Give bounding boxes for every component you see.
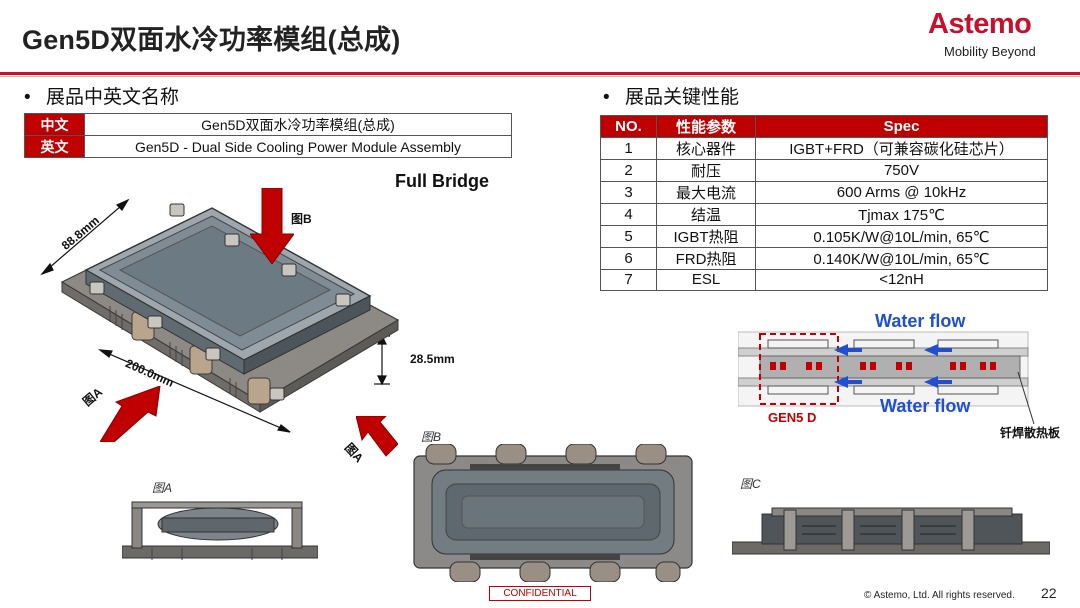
gen5d-label: GEN5 D xyxy=(768,410,817,425)
section-heading-names: • 展品中英文名称 xyxy=(24,82,179,109)
cell-no: 6 xyxy=(600,247,657,270)
section-heading-text: 展品中英文名称 xyxy=(46,87,180,108)
cell-spec: <12nH xyxy=(755,269,1048,291)
cell-no: 7 xyxy=(600,269,657,291)
section-heading-text: 展品关键性能 xyxy=(625,87,740,108)
row-label-en: 英文 xyxy=(24,135,85,158)
cell-param: IGBT热阻 xyxy=(656,225,756,248)
arrow-a-right-icon xyxy=(356,416,398,457)
astemo-logo: Astemo xyxy=(928,8,1032,40)
cell-no: 5 xyxy=(600,225,657,248)
fig-b-label: 图B xyxy=(421,430,442,444)
fig-a-label: 图A xyxy=(152,481,173,495)
arrow-a-left-icon xyxy=(100,386,161,442)
cell-spec: 0.140K/W@10L/min, 65℃ xyxy=(755,247,1048,270)
copyright-text: © Astemo, Ltd. All rights reserved. xyxy=(864,590,1015,601)
dimension-height-label: 28.5mm xyxy=(410,352,455,366)
table-row: 英文 Gen5D - Dual Side Cooling Power Modul… xyxy=(24,135,512,158)
logo-tagline: Mobility Beyond xyxy=(944,44,1036,59)
table-header-row: NO. 性能参数 Spec xyxy=(600,115,1048,138)
row-value-en: Gen5D - Dual Side Cooling Power Module A… xyxy=(84,135,512,158)
cell-spec: 0.105K/W@10L/min, 65℃ xyxy=(755,225,1048,248)
col-header-spec: Spec xyxy=(755,115,1048,138)
water-flow-diagram xyxy=(738,331,1035,425)
cell-no: 4 xyxy=(600,203,657,226)
row-value-cn: Gen5D双面水冷功率模组(总成) xyxy=(84,113,512,136)
bullet: • xyxy=(603,87,610,108)
cell-no: 1 xyxy=(600,137,657,160)
cell-spec: 750V xyxy=(755,159,1048,182)
col-header-param: 性能参数 xyxy=(656,115,756,138)
fig-c-side-view xyxy=(732,507,1050,555)
arrow-b-label: 图B xyxy=(291,212,312,226)
cell-param: 结温 xyxy=(656,203,756,226)
cell-param: 最大电流 xyxy=(656,181,756,204)
full-bridge-label: Full Bridge xyxy=(395,171,489,191)
section-heading-performance: • 展品关键性能 xyxy=(603,82,739,109)
fig-c-label: 图C xyxy=(740,477,761,491)
fig-a-side-view xyxy=(122,501,318,560)
cell-param: 核心器件 xyxy=(656,137,756,160)
cell-spec: 600 Arms @ 10kHz xyxy=(755,181,1048,204)
table-row: 中文 Gen5D双面水冷功率模组(总成) xyxy=(24,113,512,136)
bullet: • xyxy=(24,87,31,108)
water-flow-bottom-label: Water flow xyxy=(880,396,971,416)
cell-spec: IGBT+FRD（可兼容碳化硅芯片） xyxy=(755,137,1048,160)
header-divider-shadow xyxy=(0,76,1080,77)
row-label-cn: 中文 xyxy=(24,113,85,136)
cell-param: FRD热阻 xyxy=(656,247,756,270)
page-number: 22 xyxy=(1041,585,1057,601)
water-flow-top-label: Water flow xyxy=(875,311,966,331)
module-isometric-drawing xyxy=(40,198,400,433)
page-title: Gen5D双面水冷功率模组(总成) xyxy=(22,25,401,55)
confidential-badge: CONFIDENTIAL xyxy=(489,586,591,601)
col-header-no: NO. xyxy=(600,115,657,138)
cell-param: 耐压 xyxy=(656,159,756,182)
cell-spec: Tjmax 175℃ xyxy=(755,203,1048,226)
name-table: 中文 Gen5D双面水冷功率模组(总成) 英文 Gen5D - Dual Sid… xyxy=(24,113,512,158)
cell-no: 2 xyxy=(600,159,657,182)
heatsink-label: 钎焊散热板 xyxy=(1000,426,1061,440)
header-divider xyxy=(0,72,1080,75)
arrow-b-icon xyxy=(250,188,294,264)
cell-no: 3 xyxy=(600,181,657,204)
fig-b-top-view xyxy=(413,444,693,582)
cell-param: ESL xyxy=(656,269,756,291)
